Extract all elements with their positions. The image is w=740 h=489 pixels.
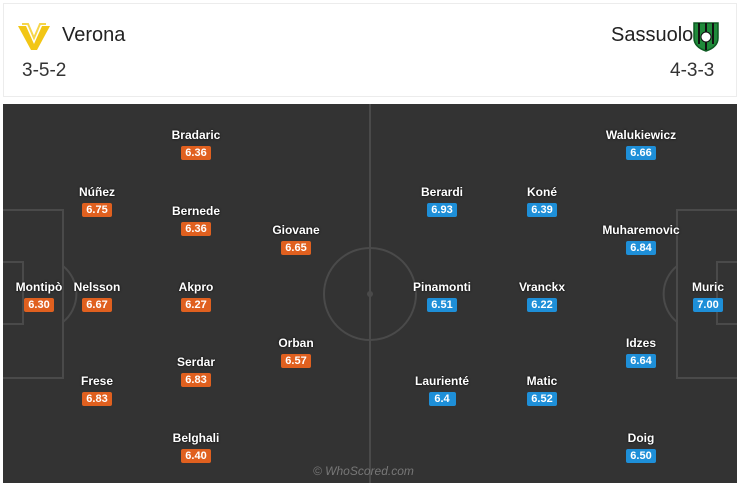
player-rating: 6.36 xyxy=(181,222,211,236)
player-giovane[interactable]: Giovane 6.65 xyxy=(251,223,341,256)
player-name: Doig xyxy=(627,431,655,445)
player-nunez[interactable]: Núñez 6.75 xyxy=(52,185,142,218)
player-berardi[interactable]: Berardi 6.93 xyxy=(397,185,487,218)
player-name: Serdar xyxy=(176,355,216,369)
bottom-strip xyxy=(0,483,740,489)
player-akpro[interactable]: Akpro 6.27 xyxy=(151,280,241,313)
sassuolo-logo-icon xyxy=(693,22,719,52)
player-rating: 6.66 xyxy=(626,146,656,160)
player-name: Bernede xyxy=(171,204,221,218)
player-idzes[interactable]: Idzes 6.64 xyxy=(596,336,686,369)
player-name: Muharemovic xyxy=(602,223,680,237)
player-nelsson[interactable]: Nelsson 6.67 xyxy=(52,280,142,313)
player-rating: 6.50 xyxy=(626,449,656,463)
pitch: Montipò 6.30 Núñez 6.75 Nelsson 6.67 Fre… xyxy=(3,104,737,483)
player-muric[interactable]: Muric 7.00 xyxy=(663,280,737,313)
player-rating: 6.52 xyxy=(527,392,557,406)
player-rating: 6.93 xyxy=(427,203,457,217)
player-name: Vranckx xyxy=(518,280,566,294)
player-matic[interactable]: Matic 6.52 xyxy=(497,374,587,407)
away-formation: 4-3-3 xyxy=(670,60,715,81)
player-name: Frese xyxy=(80,374,114,388)
away-team-name: Sassuolo xyxy=(611,24,694,46)
player-montipo[interactable]: Montipò 6.30 xyxy=(3,280,84,313)
player-doig[interactable]: Doig 6.50 xyxy=(596,431,686,464)
player-rating: 6.4 xyxy=(428,392,456,406)
player-name: Bradaric xyxy=(171,128,221,142)
player-walukiewicz[interactable]: Walukiewicz 6.66 xyxy=(596,128,686,161)
player-bradaric[interactable]: Bradaric 6.36 xyxy=(151,128,241,161)
player-name: Laurienté xyxy=(414,374,469,388)
pitch-markings xyxy=(3,104,737,483)
player-rating: 6.84 xyxy=(626,241,656,255)
player-rating: 6.75 xyxy=(82,203,112,217)
player-rating: 6.83 xyxy=(181,373,211,387)
player-rating: 6.65 xyxy=(281,241,311,255)
player-belghali[interactable]: Belghali 6.40 xyxy=(151,431,241,464)
player-rating: 6.30 xyxy=(24,298,54,312)
home-team-name: Verona xyxy=(62,24,126,46)
player-lauriente[interactable]: Laurienté 6.4 xyxy=(397,374,487,407)
player-name: Montipò xyxy=(15,280,63,294)
player-name: Muric xyxy=(691,280,724,294)
player-name: Koné xyxy=(527,185,557,199)
player-name: Berardi xyxy=(420,185,464,199)
player-name: Akpro xyxy=(178,280,214,294)
player-rating: 6.57 xyxy=(281,354,311,368)
player-rating: 7.00 xyxy=(693,298,723,312)
player-pinamonti[interactable]: Pinamonti 6.51 xyxy=(397,280,487,313)
player-name: Walukiewicz xyxy=(605,128,677,142)
player-rating: 6.83 xyxy=(82,392,112,406)
player-rating: 6.64 xyxy=(626,354,656,368)
player-name: Giovane xyxy=(272,223,320,237)
player-rating: 6.51 xyxy=(427,298,457,312)
player-frese[interactable]: Frese 6.83 xyxy=(52,374,142,407)
player-orban[interactable]: Orban 6.57 xyxy=(251,336,341,369)
player-serdar[interactable]: Serdar 6.83 xyxy=(151,355,241,388)
player-rating: 6.39 xyxy=(527,203,557,217)
player-rating: 6.67 xyxy=(82,298,112,312)
player-rating: 6.27 xyxy=(181,298,211,312)
player-rating: 6.40 xyxy=(181,449,211,463)
player-name: Belghali xyxy=(172,431,220,445)
player-rating: 6.36 xyxy=(181,146,211,160)
player-muharemovic[interactable]: Muharemovic 6.84 xyxy=(596,223,686,256)
header-border xyxy=(3,3,737,97)
player-name: Pinamonti xyxy=(412,280,471,294)
player-rating: 6.22 xyxy=(527,298,557,312)
player-name: Matic xyxy=(526,374,558,388)
player-name: Idzes xyxy=(625,336,656,350)
verona-logo-icon xyxy=(18,23,50,50)
player-name: Orban xyxy=(278,336,314,350)
player-bernede[interactable]: Bernede 6.36 xyxy=(151,204,241,237)
home-formation: 3-5-2 xyxy=(22,60,67,81)
player-name: Nelsson xyxy=(73,280,121,294)
match-header: Verona 3-5-2 Sassuolo 4-3-3 xyxy=(0,0,740,100)
player-vranckx[interactable]: Vranckx 6.22 xyxy=(497,280,587,313)
player-kone[interactable]: Koné 6.39 xyxy=(497,185,587,218)
player-name: Núñez xyxy=(79,185,115,199)
watermark-credit: © WhoScored.com xyxy=(313,464,414,478)
